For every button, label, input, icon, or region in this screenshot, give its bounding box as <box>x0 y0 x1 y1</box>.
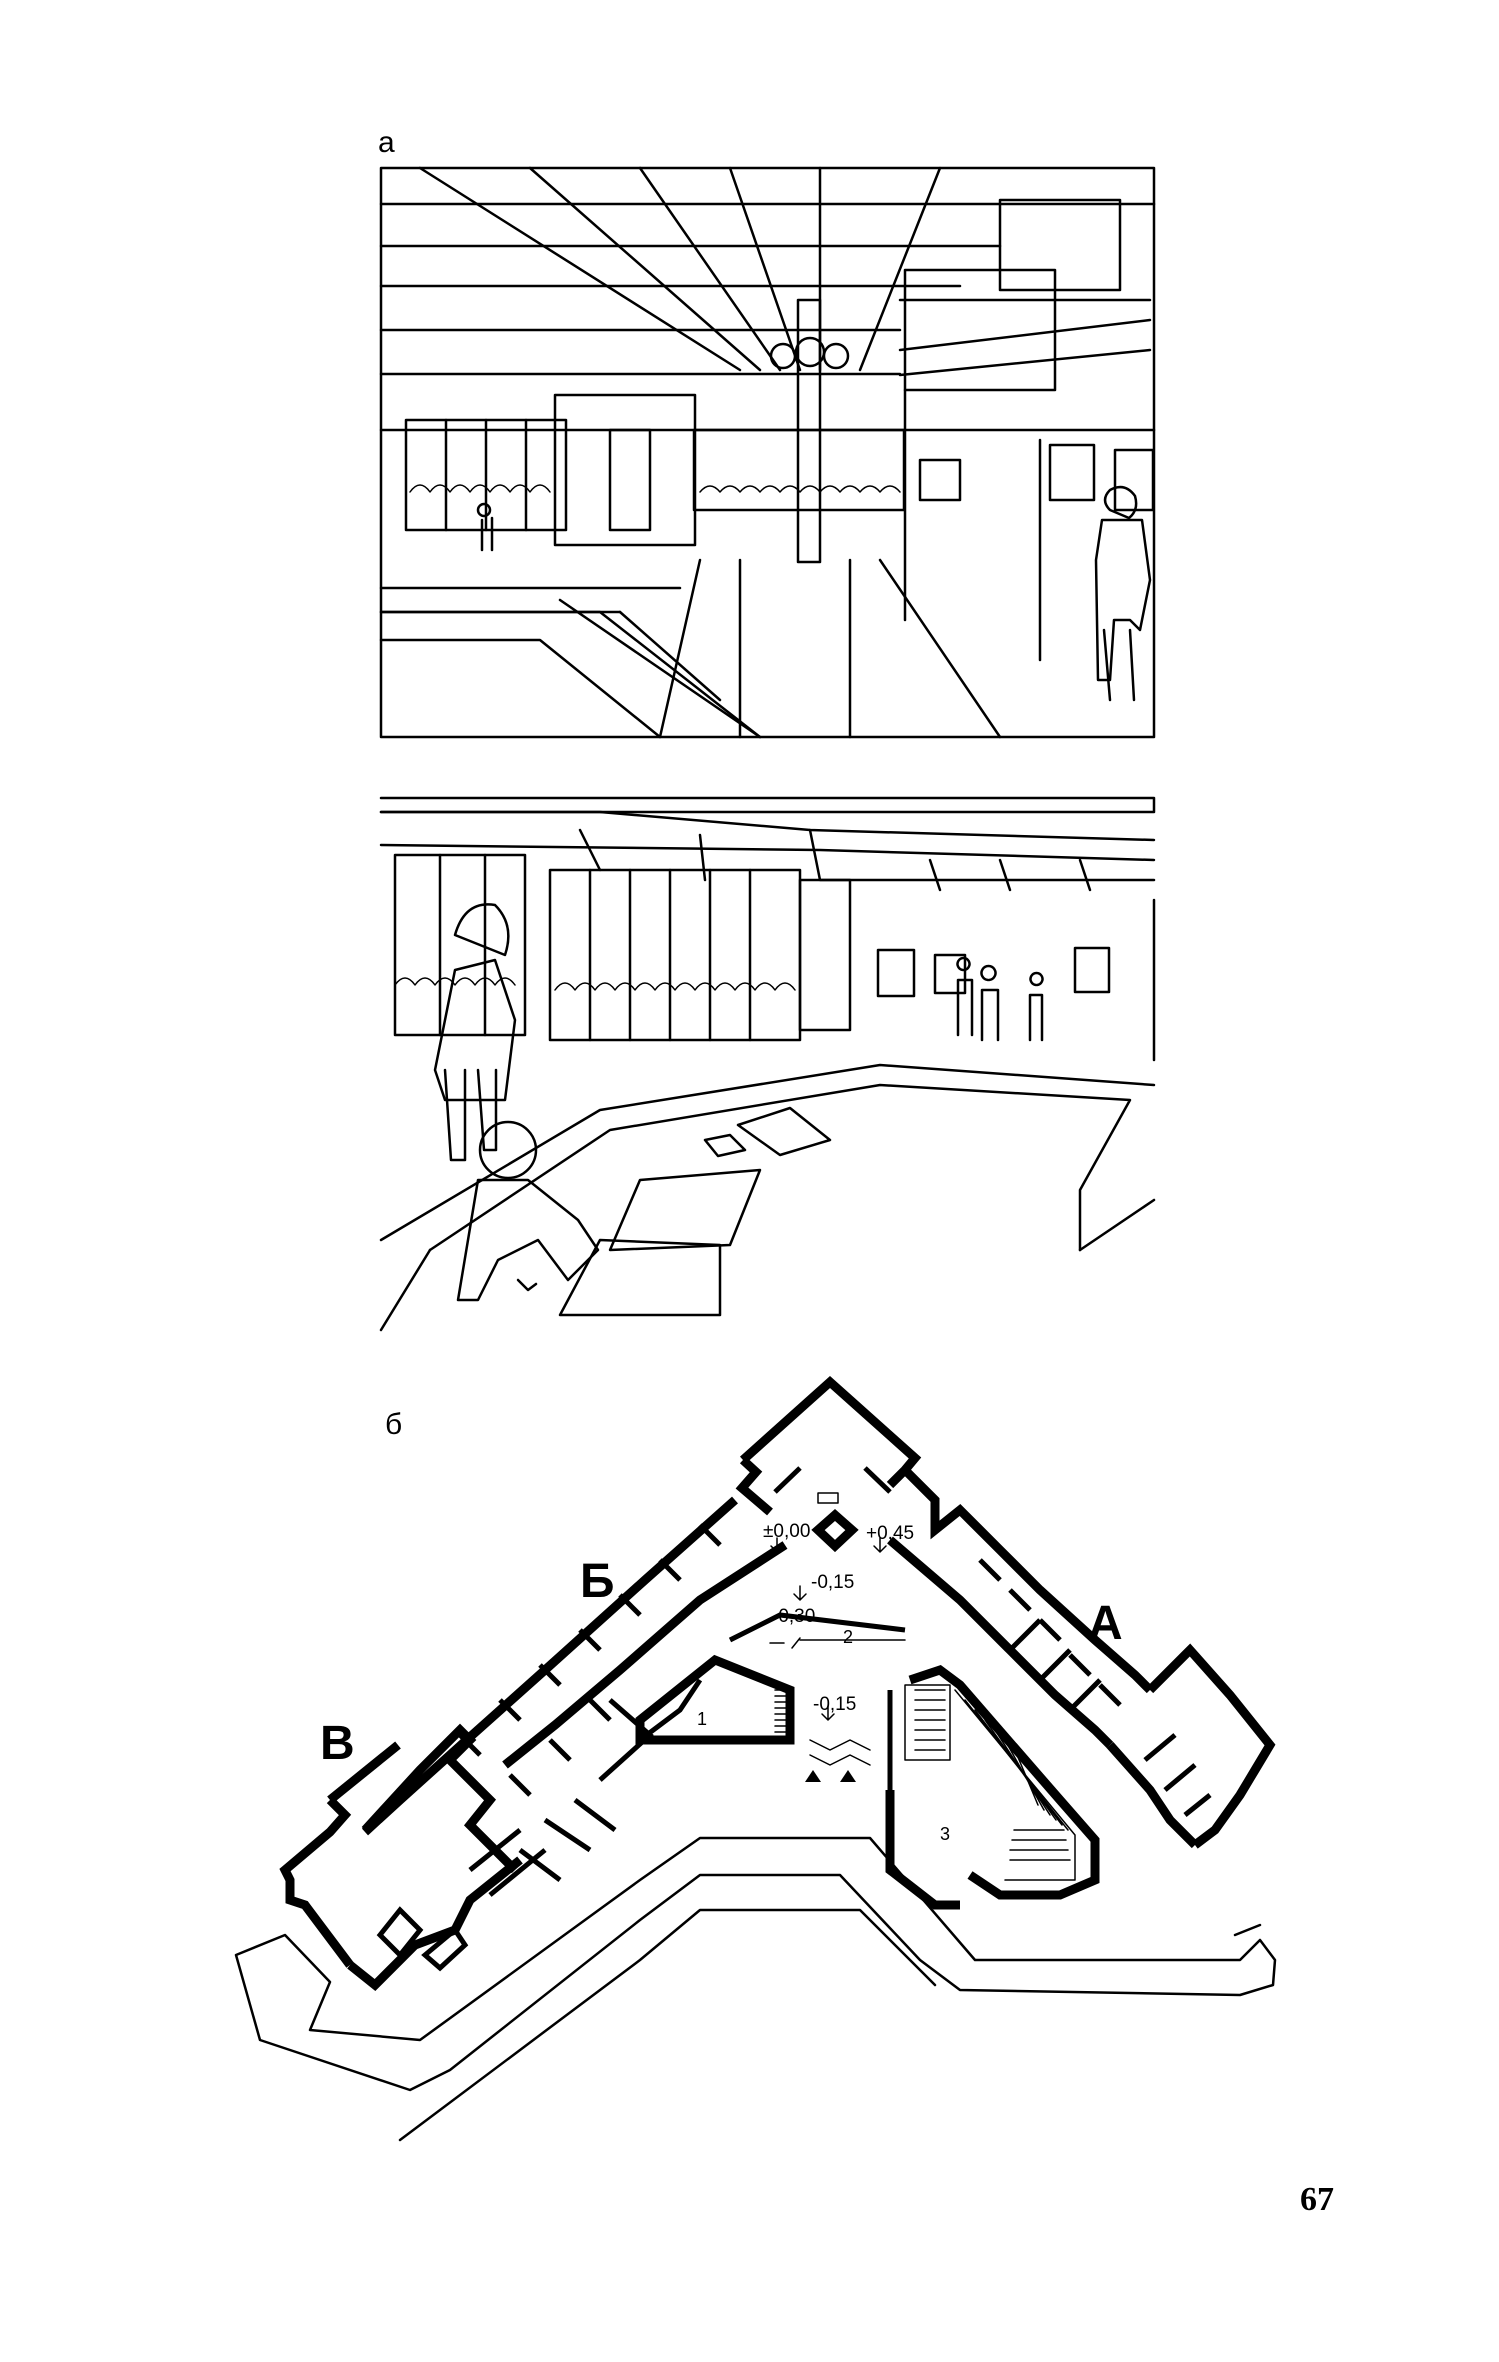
level-plus-045: +0,45 <box>866 1523 915 1544</box>
figure-label-b: б <box>385 1408 403 1441</box>
wing-label-b: Б <box>580 1555 615 1608</box>
level-zero: ±0,00 <box>763 1521 811 1542</box>
level-minus-015-mid: -0,15 <box>813 1694 857 1715</box>
page-number: 67 <box>1300 2181 1334 2218</box>
room-number-2: 2 <box>843 1627 854 1647</box>
room-number-1: 1 <box>697 1709 708 1729</box>
figure-label-a: а <box>378 126 395 159</box>
level-minus-030: -0,30 <box>772 1606 816 1627</box>
level-minus-015-top: -0,15 <box>811 1572 855 1593</box>
wing-label-a: А <box>1088 1597 1123 1650</box>
room-number-3: 3 <box>940 1824 951 1844</box>
wing-label-v: В <box>320 1717 355 1770</box>
